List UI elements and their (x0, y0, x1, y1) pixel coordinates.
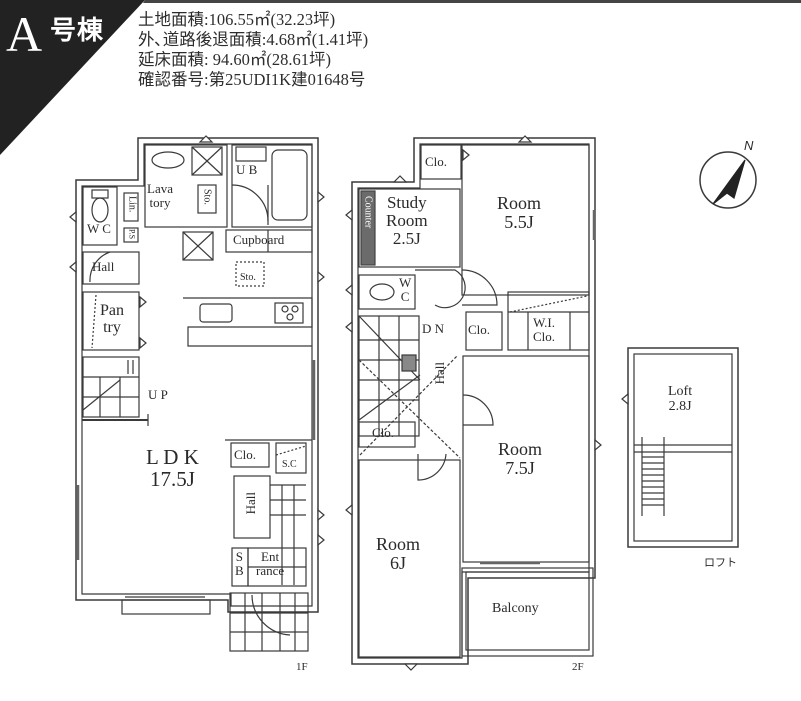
label-balcony: Balcony (492, 601, 539, 616)
label-closet-1f: Clo. (234, 447, 257, 462)
floor2-walls (345, 135, 602, 671)
label-wc2-w: W (399, 275, 412, 290)
label-shoe-closet: S.C (282, 459, 297, 470)
label-lavatory-line2: tory (149, 194, 171, 210)
label-pantry-line1: Pan (100, 302, 124, 319)
label-entrance: Ent rance (256, 550, 284, 577)
label-shoe-box: S B (235, 550, 244, 577)
setback-area: 外､道路後退面積:4.68㎡(1.41坪) (138, 30, 369, 49)
loft-floor-label: ロフト (704, 556, 737, 569)
label-entrance-line2: rance (256, 562, 285, 578)
label-wic-line2: Clo. (533, 328, 556, 344)
label-loft-size: 2.8J (668, 398, 692, 414)
label-room55-size: 5.5J (504, 211, 534, 232)
label-study-line1: Study (386, 193, 427, 212)
label-ldk-size: 17.5J (149, 467, 195, 492)
label-wic-line1: W.I. (533, 315, 555, 330)
label-sb-line1: S (235, 549, 243, 564)
label-room75-name: Room (498, 439, 543, 459)
floor2-label: 2F (572, 661, 584, 673)
label-stairs-down: D N (422, 321, 445, 336)
label-unit-bath: U B (236, 162, 258, 177)
label-lavatory: Lava tory (147, 182, 173, 209)
loft-walls (621, 347, 739, 548)
label-lavatory-line1: Lava (147, 181, 173, 196)
compass-north-label: N (744, 138, 754, 153)
building-badge-shape (0, 0, 801, 155)
label-storage-kitchen: Sto. (240, 272, 256, 283)
label-wc-2f: W C (399, 276, 411, 303)
label-room-6: Room 6J (376, 535, 420, 573)
label-walk-in-closet: W.I. Clo. (533, 316, 555, 343)
building-letter: A (6, 6, 43, 62)
label-room75-size: 7.5J (505, 457, 535, 478)
label-closet-mid: Clo. (468, 322, 491, 337)
confirmation-number: 確認番号:第25UDI1K建01648号 (138, 70, 366, 89)
label-loft-name: Loft (668, 384, 693, 399)
label-hall-entrance: Hall (243, 492, 258, 515)
label-study-room: Study Room 2.5J (386, 194, 428, 248)
label-sb-line2: B (235, 562, 244, 578)
label-counter: Counter (362, 196, 374, 229)
label-loft: Loft 2.8J (668, 384, 693, 414)
building-suffix: 号棟 (50, 16, 105, 45)
label-ldk: L D K 17.5J (146, 446, 199, 490)
label-entrance-line1: Ent (261, 549, 280, 564)
label-pantry: Pan try (100, 302, 124, 337)
label-study-size: 2.5J (392, 228, 421, 248)
floor1-label: 1F (296, 661, 308, 673)
floor-area: 延床面積: 94.60㎡(28.61坪) (138, 50, 331, 69)
label-pipe-space: P.S (127, 229, 137, 240)
header-banner: A 号棟 土地面積:106.55㎡(32.23坪) 外､道路後退面積:4.68㎡… (0, 0, 801, 155)
label-pantry-line2: try (103, 318, 121, 336)
label-stairs-up: U P (148, 387, 168, 402)
label-room55-name: Room (497, 193, 542, 213)
label-hall-2f: Hall (432, 362, 447, 385)
label-ldk-name: L D K (146, 445, 199, 469)
label-room6-size: 6J (390, 552, 407, 573)
property-info: 土地面積:106.55㎡(32.23坪) 外､道路後退面積:4.68㎡(1.41… (138, 10, 368, 90)
label-linen: Lin. (126, 196, 138, 213)
label-study-line2: Room (386, 210, 428, 230)
label-storage-lavatory: Sto. (201, 189, 213, 205)
label-wc: W C (87, 221, 111, 236)
land-area: 土地面積:106.55㎡(32.23坪) (138, 10, 336, 29)
label-room6-name: Room (376, 534, 421, 554)
label-closet-stair: Clo. (372, 425, 395, 440)
floor1-walls (69, 135, 325, 652)
label-wc2-c: C (400, 288, 410, 304)
label-room-5-5: Room 5.5J (497, 194, 541, 232)
compass-icon (699, 151, 757, 209)
label-cupboard: Cupboard (233, 232, 285, 247)
label-closet-top: Clo. (425, 154, 448, 169)
label-hall-top: Hall (92, 259, 115, 274)
label-room-7-5: Room 7.5J (498, 440, 542, 478)
